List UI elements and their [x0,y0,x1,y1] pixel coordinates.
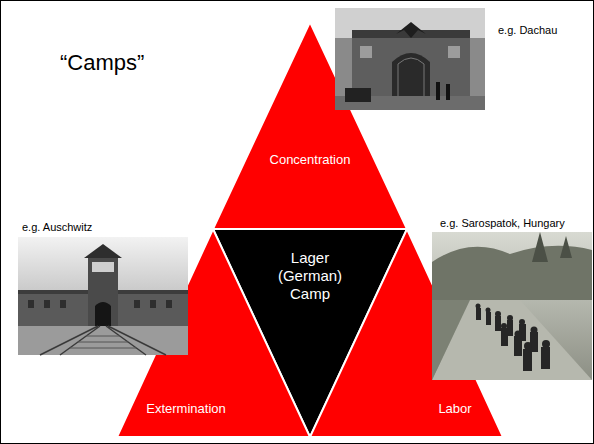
auschwitz-photo [18,237,188,355]
sarospatok-photo [432,232,592,380]
slide-title: “Camps” [60,50,144,76]
photo-caption: e.g. Dachau [498,24,557,36]
node-label: Extermination [131,401,241,417]
dachau-photo [335,8,485,110]
photo-caption: e.g. Auschwitz [22,221,92,233]
node-label: Labor [420,401,490,417]
photo-caption: e.g. Sarospatok, Hungary [440,217,565,229]
node-label: Concentration [233,152,387,168]
node-label: Lager (German) Camp [270,249,350,303]
